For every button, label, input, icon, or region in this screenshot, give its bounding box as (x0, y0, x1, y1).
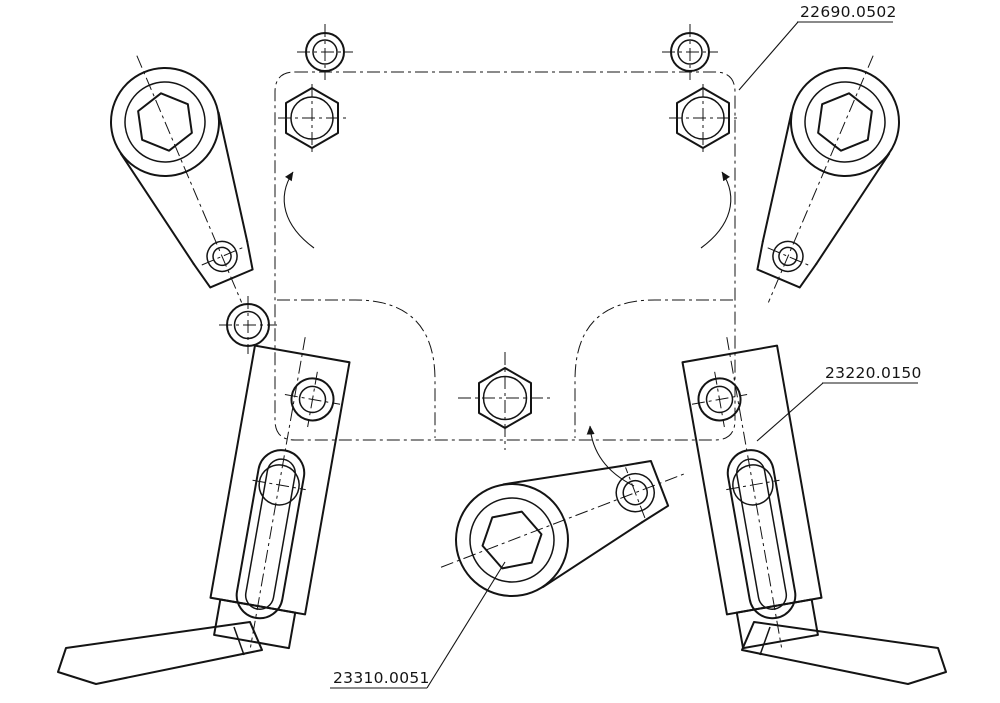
centerline (252, 479, 306, 491)
hex-bolt-top-right (669, 84, 737, 152)
arm-tip (756, 240, 818, 289)
handle-joint-line (759, 626, 771, 656)
leader-line (426, 561, 506, 689)
clamp-slot-outer (235, 449, 306, 620)
vertical-clamp-left (209, 337, 351, 650)
centerline (625, 467, 646, 519)
hex-head (478, 367, 532, 429)
centerline (726, 479, 780, 491)
arm-tip (619, 459, 670, 524)
clamp-base-step (735, 598, 819, 650)
arm-side (541, 521, 644, 589)
hole-top-left (297, 24, 353, 80)
callout-22690-0502: 22690.0502 (738, 3, 897, 91)
arm-side (502, 465, 622, 486)
plate-pocket-contour-right (574, 299, 733, 438)
hex-socket (817, 92, 873, 152)
arm-axis-centerline (440, 472, 686, 568)
clamp-axis-centerline (249, 337, 306, 648)
arm-boss-inner-circle (469, 497, 555, 583)
clamp-slot-inner (244, 458, 296, 610)
plate-outer-contour (274, 71, 736, 441)
plate-pocket-contour-left (277, 299, 436, 438)
swing-arrow-center (586, 425, 635, 487)
centerline (767, 247, 809, 266)
handle-joint-line (233, 626, 245, 656)
hole-left (219, 296, 277, 354)
centerline (201, 247, 243, 266)
hole-top-right (662, 24, 718, 80)
arm-end-hole-inner (622, 479, 648, 506)
clamp-handle-left (57, 621, 263, 685)
arm-boss-outer-circle (110, 67, 220, 177)
hex-head (676, 87, 730, 149)
leader-line (756, 382, 824, 442)
part-number-label: 23310.0051 (333, 669, 430, 687)
handle-lever (741, 621, 947, 685)
arm-tip (192, 240, 254, 289)
handle-lever (57, 621, 263, 685)
hole-inner-circle (677, 39, 703, 65)
hex-bolt-center (458, 352, 552, 450)
swing-clamp-arm-center (440, 459, 686, 597)
arm-boss-outer-circle (790, 67, 900, 177)
arm-side (119, 152, 195, 266)
arm-boss-outer-circle (455, 483, 569, 597)
swing-arrow-right (700, 171, 732, 249)
centerline (714, 371, 725, 428)
clamp-slot-inner (736, 458, 788, 610)
clamp-axis-centerline (726, 337, 783, 648)
part-number-label: 23220.0150 (825, 364, 922, 382)
clamp-slot-outer (726, 449, 797, 620)
swing-clamp-arm-right (756, 55, 900, 303)
arm-side (815, 152, 891, 266)
hex-socket (137, 92, 193, 152)
hex-socket (481, 510, 543, 570)
arm-boss-inner-circle (804, 81, 886, 163)
hole-inner-circle (312, 39, 338, 65)
clamp-base-step (213, 598, 297, 650)
hex-head (285, 87, 339, 149)
arm-axis-centerline (767, 55, 874, 303)
arm-boss-inner-circle (124, 81, 206, 163)
part-number-label: 22690.0502 (800, 3, 897, 21)
callout-23310-0051: 23310.0051 (330, 561, 506, 689)
bolt-circle (681, 96, 725, 140)
hex-bolt-top-left (278, 84, 346, 152)
leader-line (738, 21, 799, 91)
vertical-clamp-right (681, 337, 823, 650)
arm-axis-centerline (136, 55, 243, 303)
callout-23220-0150: 23220.0150 (756, 364, 922, 442)
swing-clamp-arm-left (110, 55, 254, 303)
bolt-circle (482, 375, 528, 421)
fixture-plate-outline (274, 71, 736, 441)
arm-side (217, 111, 249, 243)
arm-side (761, 111, 793, 243)
clamp-handle-right (741, 621, 947, 685)
bolt-circle (290, 96, 334, 140)
centerline (307, 371, 318, 428)
swing-arrow-left (283, 171, 315, 249)
